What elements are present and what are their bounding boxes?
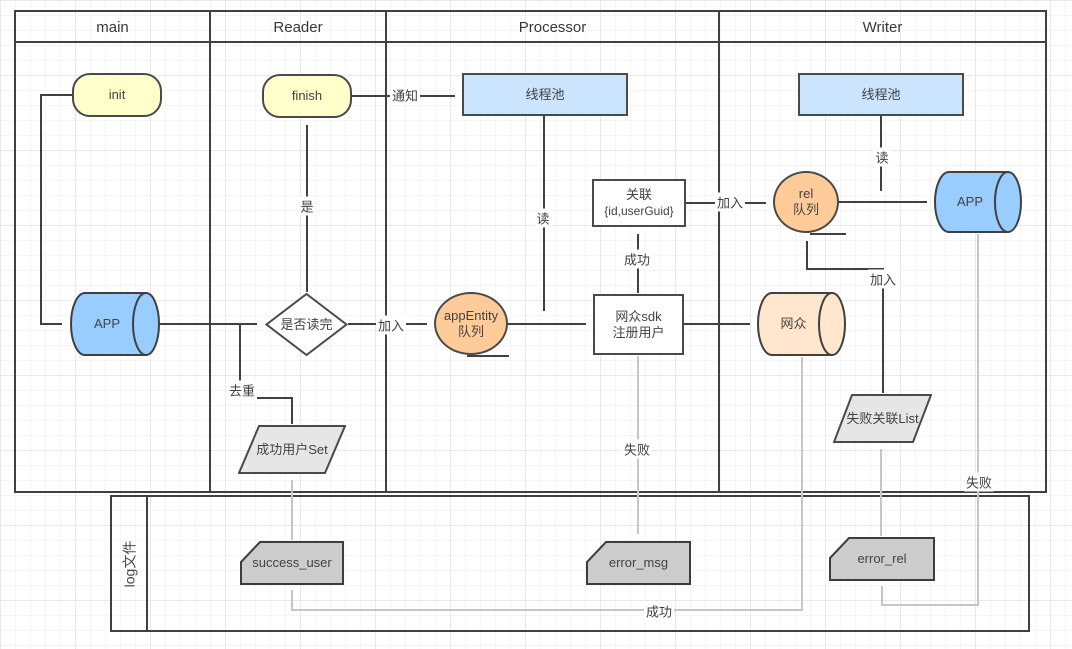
edge-label-join-faillist: 加入 — [867, 269, 899, 289]
edge-label-yes: 是 — [298, 196, 316, 216]
node-rel-queue-label1: rel — [798, 186, 814, 201]
node-thread-pool-writer[interactable]: 线程池 — [798, 73, 964, 116]
node-log-error-rel-label: error_rel — [857, 551, 907, 566]
lane-header-row — [16, 12, 1045, 43]
lane-divider — [209, 12, 211, 491]
log-lane-header: log文件 — [112, 497, 148, 630]
lane-divider — [385, 12, 387, 491]
node-app-db-main-label: APP — [93, 316, 120, 331]
node-rel-queue-label2: 队列 — [792, 202, 819, 217]
edge-label-success-log: 成功 — [643, 601, 675, 621]
node-success-user-set[interactable]: 成功用户Set — [238, 425, 346, 474]
node-thread-pool-writer-label: 线程池 — [861, 86, 901, 102]
node-init[interactable]: init — [72, 73, 162, 117]
node-fail-assoc-list[interactable]: 失败关联List — [833, 394, 932, 443]
node-app-db-writer[interactable]: APP — [934, 171, 1022, 233]
edge-label-fail-errormsg: 失败 — [621, 439, 653, 459]
node-log-error-msg-label: error_msg — [608, 555, 669, 570]
node-assoc-label1: 关联 — [625, 187, 652, 202]
edge-label-dedupe: 去重 — [226, 380, 258, 400]
node-log-success-user[interactable]: success_user — [240, 541, 344, 585]
edge-label-success-assoc: 成功 — [621, 249, 653, 269]
lane-title-processor: Processor — [518, 19, 587, 36]
node-wz-sdk-register[interactable]: 网众sdk 注册用户 — [593, 294, 684, 355]
node-app-db-main[interactable]: APP — [70, 292, 160, 356]
node-wz-sdk-register-label1: 网众sdk — [615, 308, 662, 324]
lane-divider — [718, 12, 720, 491]
node-log-error-rel[interactable]: error_rel — [829, 537, 935, 581]
node-fail-assoc-list-label: 失败关联List — [846, 410, 919, 426]
node-wz-db[interactable]: 网众 — [757, 292, 846, 356]
edge-label-notify: 通知 — [389, 85, 421, 105]
node-thread-pool-processor-label: 线程池 — [525, 86, 565, 102]
node-log-error-msg[interactable]: error_msg — [586, 541, 691, 585]
lane-title-main: main — [96, 19, 129, 36]
node-wz-db-label: 网众 — [780, 316, 807, 331]
node-thread-pool-processor[interactable]: 线程池 — [462, 73, 628, 116]
cylinder-shape — [70, 292, 160, 356]
node-app-entity-queue-label2: 队列 — [457, 323, 484, 339]
node-app-db-writer-label: APP — [956, 194, 983, 209]
node-assoc-label2: {id,userGuid} — [604, 204, 674, 218]
edge-label-join-rel: 加入 — [714, 192, 746, 212]
node-log-success-user-label: success_user — [252, 555, 332, 570]
edge-label-join-appentity: 加入 — [375, 315, 407, 335]
node-assoc[interactable]: 关联 {id,userGuid} — [592, 179, 686, 227]
node-read-done-diamond[interactable]: 是否读完 — [265, 293, 348, 356]
log-lane-title: log文件 — [121, 540, 137, 587]
node-finish-label: finish — [291, 88, 323, 103]
node-wz-sdk-register-label2: 注册用户 — [612, 324, 665, 340]
node-finish[interactable]: finish — [262, 74, 352, 118]
node-rel-queue[interactable]: rel 队列 — [773, 171, 839, 233]
edge-label-fail-errorrel: 失败 — [963, 472, 995, 492]
node-read-done-label: 是否读完 — [280, 316, 333, 332]
cylinder-shape — [934, 171, 1022, 233]
lane-title-writer: Writer — [862, 19, 903, 36]
node-app-entity-queue[interactable]: appEntity 队列 — [434, 292, 508, 355]
node-app-entity-queue-label1: appEntity — [443, 307, 499, 323]
lane-title-reader: Reader — [273, 19, 323, 36]
edge-label-read-processor: 读 — [534, 208, 552, 228]
node-success-user-set-label: 成功用户Set — [256, 441, 328, 457]
node-init-label: init — [108, 87, 126, 102]
edge-label-read-writer: 读 — [873, 147, 891, 167]
